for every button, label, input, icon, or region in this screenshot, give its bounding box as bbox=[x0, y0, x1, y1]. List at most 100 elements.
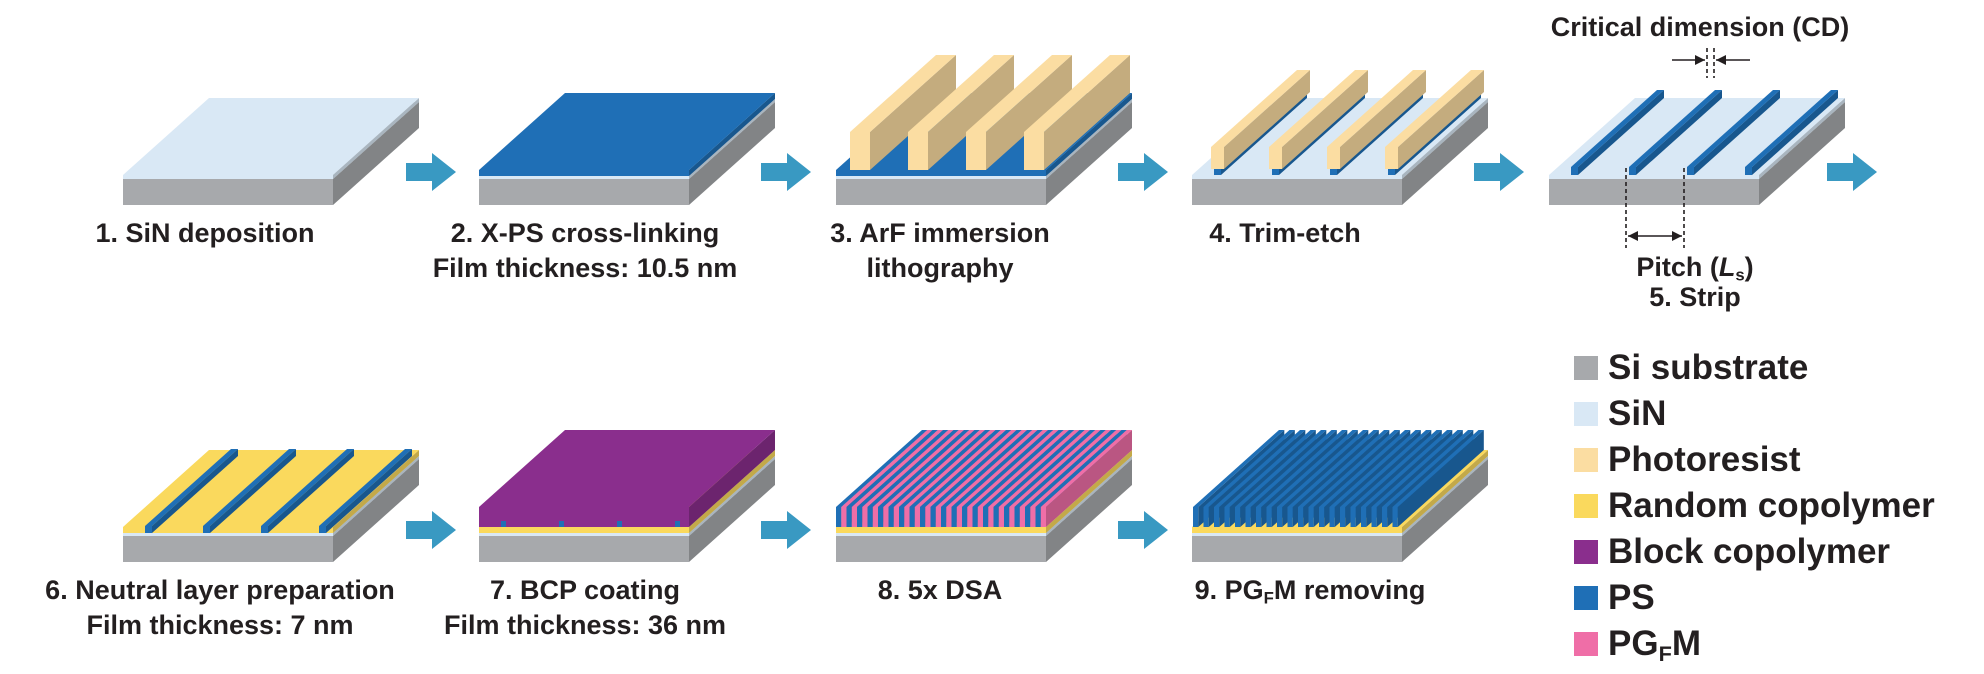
ps-guide-front-4-front bbox=[675, 521, 680, 527]
trimmed-resist-4-top bbox=[1385, 70, 1484, 147]
ps-guide-3-front bbox=[261, 526, 268, 533]
photoresist-line-1-top bbox=[850, 55, 956, 132]
si-substrate-front bbox=[123, 179, 333, 205]
ps-guide-2-side bbox=[210, 449, 296, 533]
swatch-block-copolymer bbox=[1574, 540, 1598, 564]
ps-domain-4-top bbox=[867, 430, 959, 507]
ps-domain-16-top bbox=[993, 430, 1085, 507]
ps-guide-2-front bbox=[1272, 169, 1279, 175]
ps-guide-3-top bbox=[1687, 90, 1780, 167]
xps-layer-front bbox=[836, 170, 1046, 176]
step-9-label: 9. PGFM removing bbox=[1194, 575, 1426, 608]
ps-guide-2-front bbox=[1629, 167, 1636, 175]
pgfm-domain-11-top bbox=[946, 430, 1038, 507]
pgfm-domain-18-front bbox=[1019, 507, 1025, 527]
ps-guide-3-side bbox=[1694, 90, 1780, 175]
block-step-1 bbox=[123, 98, 419, 205]
pgfm-domain-15-top bbox=[988, 430, 1080, 507]
pgfm-domain-14-front bbox=[977, 507, 983, 527]
random-copolymer-layer-front bbox=[123, 527, 333, 533]
sin-layer-front bbox=[836, 533, 1046, 536]
ps-domain-14-top bbox=[972, 430, 1064, 507]
ps-domain-7-front bbox=[899, 507, 905, 527]
trimmed-resist-4-side bbox=[1398, 70, 1484, 169]
pgfm-domain-19-front bbox=[1030, 507, 1036, 527]
cd-arrowhead-right bbox=[1716, 55, 1726, 65]
block-step-5 bbox=[1549, 90, 1845, 205]
ps-domain-10-top bbox=[930, 430, 1022, 507]
ps-line-9-top bbox=[1277, 430, 1369, 507]
flow-arrow-7 bbox=[761, 511, 811, 549]
ps-domain-20-front bbox=[1035, 507, 1041, 527]
random-copolymer-layer-side bbox=[1046, 450, 1132, 533]
flow-arrow-1-shape bbox=[406, 153, 456, 191]
si-substrate-front bbox=[836, 536, 1046, 562]
ps-line-1-top bbox=[1193, 430, 1285, 507]
ps-line-13-front bbox=[1319, 507, 1325, 527]
ps-guide-1-top bbox=[1571, 90, 1664, 167]
ps-domain-18-front bbox=[1014, 507, 1020, 527]
photoresist-line-3-front bbox=[966, 132, 986, 170]
si-substrate-front bbox=[123, 536, 333, 562]
pgfm-domain-10-top bbox=[935, 430, 1027, 507]
pgfm-domain-13-front bbox=[967, 507, 973, 527]
ps-line-17-front bbox=[1361, 507, 1367, 527]
ps-line-2-front bbox=[1203, 507, 1209, 527]
random-copolymer-layer-side bbox=[333, 450, 419, 533]
step-1-label: 1. SiN deposition bbox=[95, 218, 315, 248]
si-substrate-front bbox=[479, 179, 689, 205]
ps-line-20-top bbox=[1392, 430, 1484, 507]
pgfm-domain-4-front bbox=[872, 507, 878, 527]
pgfm-domain-16-front bbox=[998, 507, 1004, 527]
flow-arrow-4 bbox=[1474, 153, 1524, 191]
pgfm-domain-10-front bbox=[935, 507, 941, 527]
ps-guide-2-side bbox=[1636, 90, 1722, 175]
photoresist-line-2-top bbox=[908, 55, 1014, 132]
block-step-7 bbox=[479, 430, 775, 562]
flow-arrow-2 bbox=[761, 153, 811, 191]
ps-guide-3-front bbox=[1687, 167, 1694, 175]
ps-line-1-front bbox=[1193, 507, 1199, 527]
flow-arrow-5-shape bbox=[1827, 153, 1877, 191]
block-step-3 bbox=[836, 55, 1132, 205]
ps-domain-19-top bbox=[1025, 430, 1117, 507]
xps-layer-side bbox=[689, 93, 775, 176]
ps-domain-5-front bbox=[878, 507, 884, 527]
sin-layer-front bbox=[479, 533, 689, 536]
flow-arrow-5 bbox=[1827, 153, 1877, 191]
ps-line-15-top bbox=[1340, 430, 1432, 507]
si-substrate-side bbox=[689, 102, 775, 205]
pgfm-domain-17-front bbox=[1009, 507, 1015, 527]
si-substrate-side bbox=[1046, 459, 1132, 562]
xps-layer-side bbox=[1046, 93, 1132, 176]
sin-layer-front bbox=[479, 176, 689, 179]
ps-domain-13-top bbox=[962, 430, 1054, 507]
ps-line-7-front bbox=[1256, 507, 1262, 527]
ps-domain-9-top bbox=[920, 430, 1012, 507]
sin-layer-side bbox=[1759, 98, 1845, 179]
sin-layer-side bbox=[1402, 456, 1488, 536]
ps-line-16-top bbox=[1350, 430, 1442, 507]
pgfm-domain-14-top bbox=[977, 430, 1069, 507]
bcp-layer-front bbox=[479, 507, 689, 527]
ps-line-10-top bbox=[1287, 430, 1379, 507]
step-8-label: 8. 5x DSA bbox=[877, 575, 1003, 605]
si-substrate-front bbox=[836, 179, 1046, 205]
ps-line-8-top bbox=[1266, 430, 1358, 507]
si-substrate-side bbox=[333, 102, 419, 205]
pgfm-domain-6-top bbox=[893, 430, 985, 507]
block-step-8 bbox=[836, 430, 1132, 562]
step-7-label: 7. BCP coating Film thickness: 36 nm bbox=[443, 575, 727, 640]
block-step-6 bbox=[123, 449, 419, 562]
ps-line-18-front bbox=[1371, 507, 1377, 527]
random-copolymer-layer-side bbox=[1402, 450, 1488, 533]
swatch-pgfm bbox=[1574, 632, 1598, 656]
ps-guide-2-top bbox=[1629, 90, 1722, 167]
sin-layer-front bbox=[836, 176, 1046, 179]
ps-line-14-top bbox=[1329, 430, 1421, 507]
swatch-si-substrate bbox=[1574, 356, 1598, 380]
sin-layer-side bbox=[333, 98, 419, 179]
flow-arrow-8-shape bbox=[1118, 511, 1168, 549]
ps-line-8-front bbox=[1266, 507, 1272, 527]
